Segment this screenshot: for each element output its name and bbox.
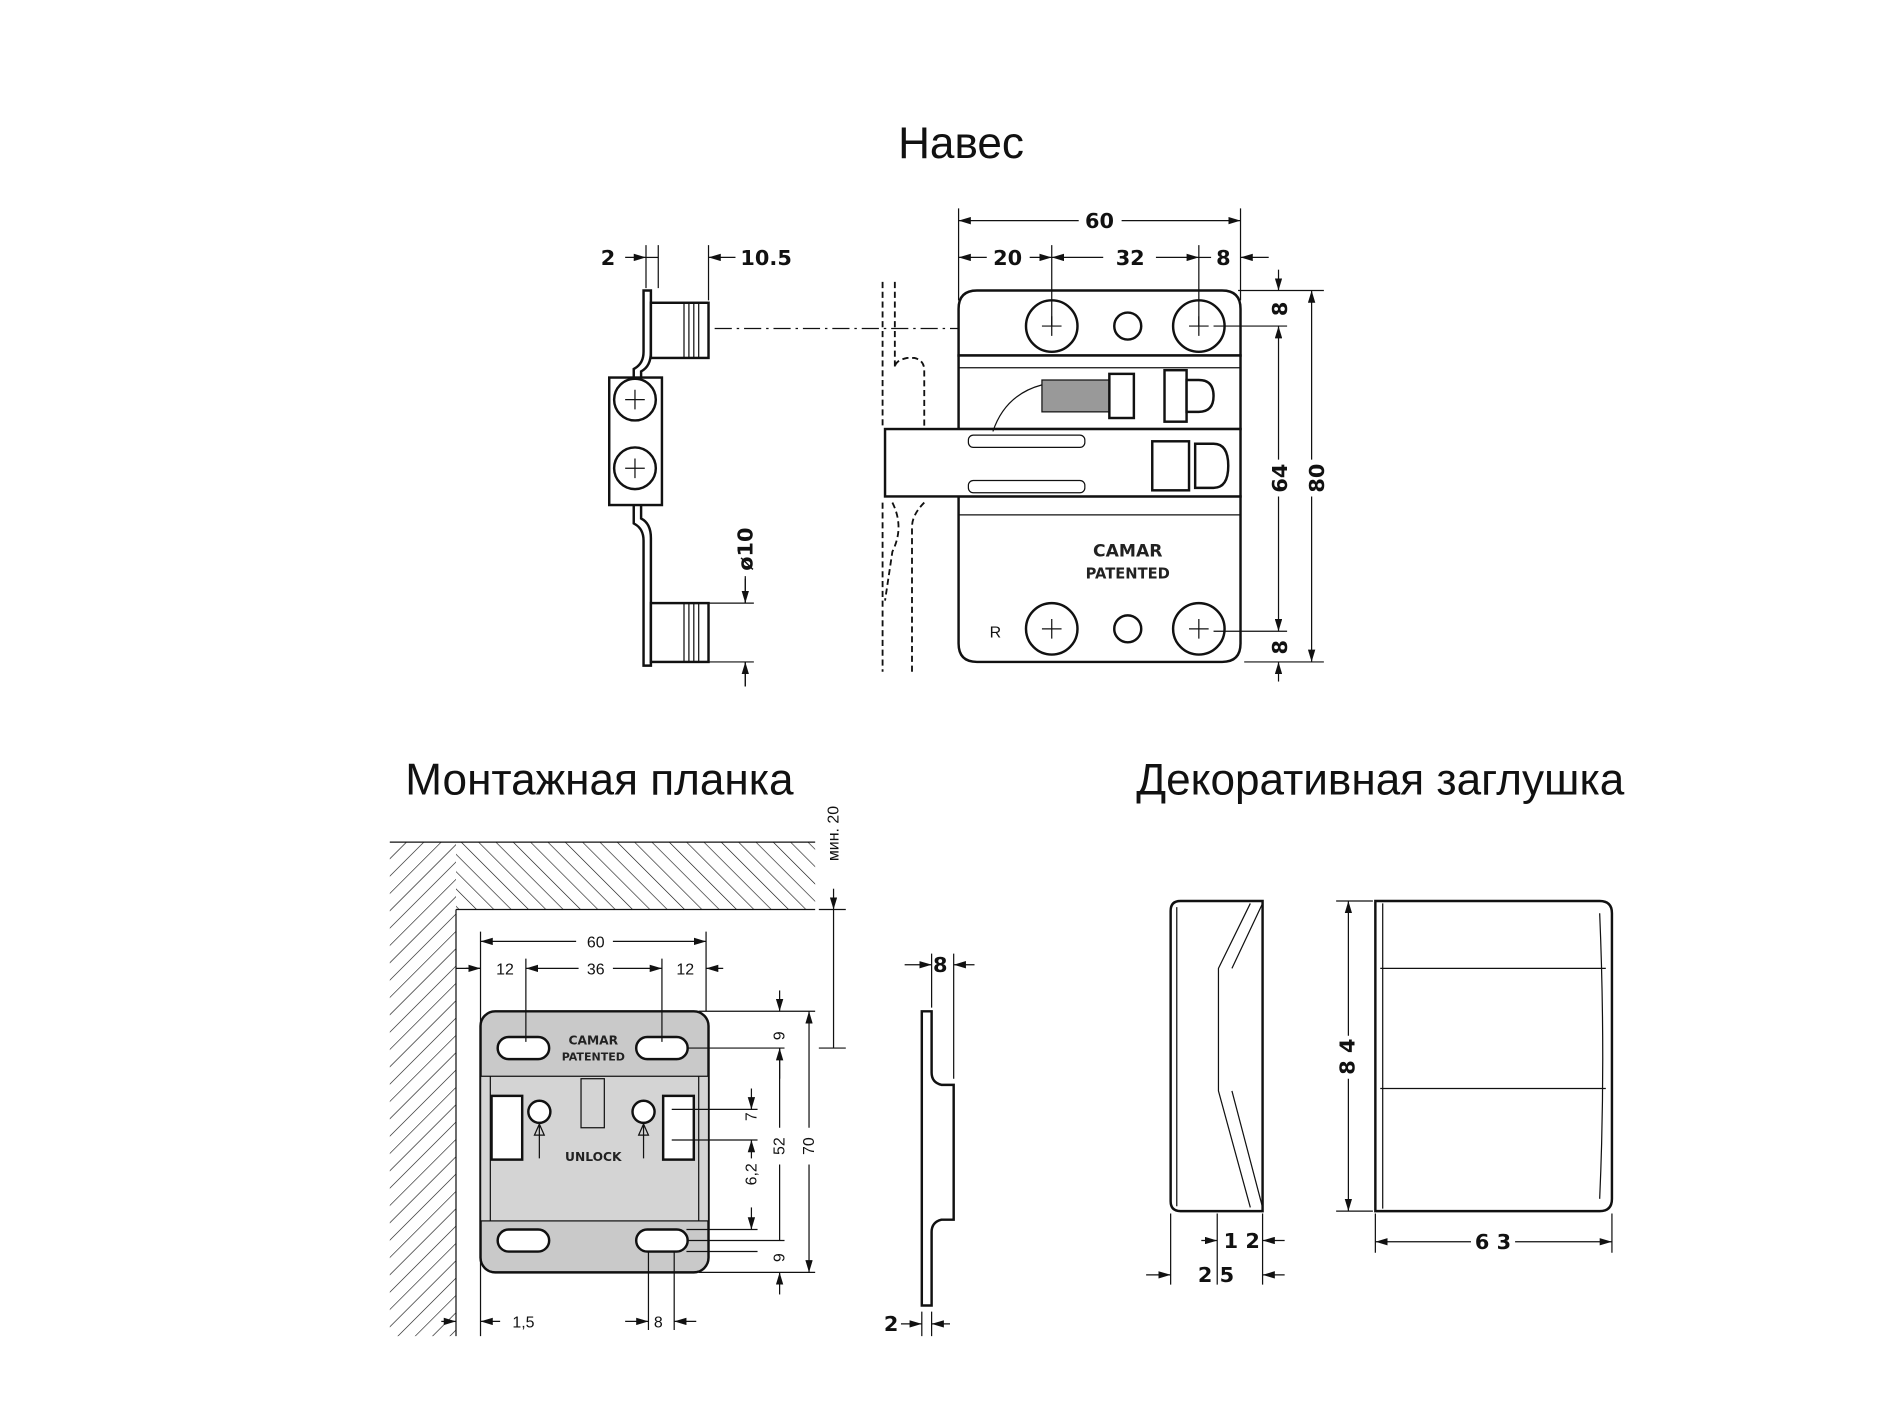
dim-cap-height: 8 4 <box>1336 1039 1360 1075</box>
dim-spacing: 36 <box>587 962 605 979</box>
dim-top: 8 <box>1268 302 1292 316</box>
mounting-plate-title: Монтажная планка <box>405 755 794 804</box>
arrow-up-icon <box>533 1122 546 1159</box>
hinge-section: Навес 2 10.5 ø10 <box>601 119 1329 687</box>
brand-logo: CAMAR <box>1093 542 1162 562</box>
dim-spacing: 32 <box>1116 246 1145 270</box>
bottom-dowel <box>649 601 710 664</box>
dim-depth: 10.5 <box>740 246 791 270</box>
dim-profile-thickness: 2 <box>884 1312 899 1336</box>
dim-width: 60 <box>1085 209 1114 233</box>
dim-profile-depth: 8 <box>933 953 947 977</box>
plate-profile <box>920 1010 955 1307</box>
decorative-cap-title: Декоративная заглушка <box>1136 755 1624 804</box>
mounting-plate-section: Монтажная планка мин. 20 CAMAR PATENTED … <box>389 755 975 1337</box>
dim-left: 12 <box>496 962 514 979</box>
min-distance-label: мин. 20 <box>825 806 842 861</box>
dim-cap-width: 6 3 <box>1475 1230 1511 1254</box>
side-wall <box>389 842 456 1337</box>
hole-icon <box>1113 614 1143 644</box>
dim-hole: 7 <box>743 1112 760 1121</box>
dim-right: 8 <box>1216 246 1230 270</box>
hinge-front-view: CAMAR PATENTED R 60 20 32 8 8 64 8 80 <box>883 208 1329 682</box>
dim-cap-depth: 2 5 <box>1198 1263 1234 1287</box>
arrow-up-icon <box>637 1122 650 1159</box>
dim-vspacing: 52 <box>772 1137 789 1155</box>
side-mark: R <box>990 624 1002 641</box>
dim-right: 12 <box>676 962 694 979</box>
slot <box>496 1228 551 1253</box>
brand-logo: CAMAR <box>569 1033 619 1047</box>
dim-width: 60 <box>587 935 605 952</box>
dim-left: 20 <box>993 246 1022 270</box>
cap-side-view <box>1169 899 1264 1213</box>
dim-bottom: 8 <box>1268 640 1292 655</box>
dim-height: 80 <box>1305 464 1329 493</box>
dim-cap-inner: 1 2 <box>1224 1229 1260 1253</box>
lock-window <box>661 1094 696 1161</box>
lock-window <box>490 1094 524 1161</box>
patent-label: PATENTED <box>562 1050 625 1063</box>
decorative-cap-section: Декоративная заглушка 8 4 6 3 1 2 2 5 <box>1136 755 1624 1287</box>
dim-offset: 6,2 <box>743 1163 760 1185</box>
slot <box>634 1228 689 1253</box>
screw-icon <box>1024 601 1079 656</box>
hinge-side-view: 2 10.5 ø10 <box>601 245 792 687</box>
hole-icon <box>1113 311 1143 341</box>
hinge-title: Навес <box>898 119 1024 168</box>
dim-wall-gap: 1,5 <box>512 1315 534 1332</box>
screw-icon <box>1171 601 1226 656</box>
mounting-plate: CAMAR PATENTED UNLOCK <box>479 1010 710 1274</box>
top-wall <box>456 842 816 910</box>
slot <box>496 1035 551 1061</box>
dim-bottom: 9 <box>772 1253 789 1262</box>
dim-thickness: 2 <box>601 246 616 270</box>
dim-slot: 8 <box>654 1315 663 1332</box>
patent-label: PATENTED <box>1086 566 1170 583</box>
dim-diameter: ø10 <box>734 528 758 571</box>
unlock-label: UNLOCK <box>565 1150 622 1164</box>
cap-front-view <box>1374 899 1614 1213</box>
dim-height: 70 <box>801 1137 818 1155</box>
top-dowel <box>649 301 710 360</box>
dim-top: 9 <box>772 1031 789 1040</box>
dim-vspacing: 64 <box>1268 464 1292 493</box>
